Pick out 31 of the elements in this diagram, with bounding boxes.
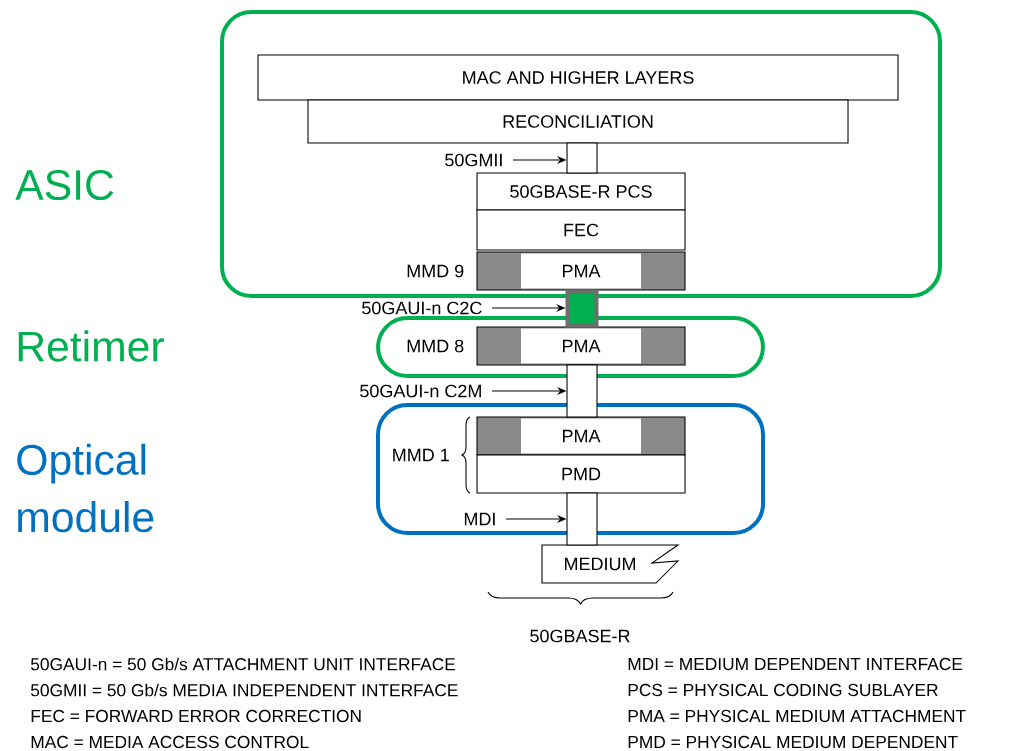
group-outline [220,10,942,298]
interface-label: 50GAUI-n C2M [360,384,481,398]
shaded-layer-box: PMA [476,251,686,291]
group-label: Retimer [18,330,164,362]
channel-bar [566,364,598,418]
side-label: MMD 9 [407,264,464,278]
group-outline [376,403,765,535]
layer-box: FEC [476,209,686,251]
group-outline [376,316,765,378]
shaded-layer-box: PMA [476,326,686,366]
abbreviation-note: MAC = MEDIA ACCESS CONTROL [31,735,309,749]
layer-box: MAC AND HIGHER LAYERS [257,54,899,101]
channel-bar [566,492,598,546]
side-label: MMD 1 [393,448,449,462]
abbreviation-note: 50GMII = 50 Gb/s MEDIA INDEPENDENT INTERFACE [30,683,458,697]
abbreviation-note: PCS = PHYSICAL CODING SUBLAYER [628,683,938,697]
shaded-layer-box: PMA [476,416,686,456]
abbreviation-note: PMD = PHYSICAL MEDIUM DEPENDENT [628,735,958,749]
channel-bar [566,142,598,174]
interface-label: 50GMII [445,153,502,167]
group-label: ASIC [15,169,114,201]
interface-label: MDI [464,512,495,526]
abbreviation-note: PMA = PHYSICAL MEDIUM ATTACHMENT [628,709,966,723]
side-label: MMD 8 [407,339,464,353]
caption-label: 50GBASE-R [530,629,630,643]
square-marker [565,289,599,328]
interface-label: 50GAUI-n C2C [362,301,482,315]
abbreviation-note: 50GAUI-n = 50 Gb/s ATTACHMENT UNIT INTERFACE [30,657,456,671]
abbreviation-note: MDI = MEDIUM DEPENDENT INTERFACE [628,657,963,671]
abbreviation-note: FEC = FORWARD ERROR CORRECTION [31,709,361,723]
group-label: Optical module [17,443,154,533]
